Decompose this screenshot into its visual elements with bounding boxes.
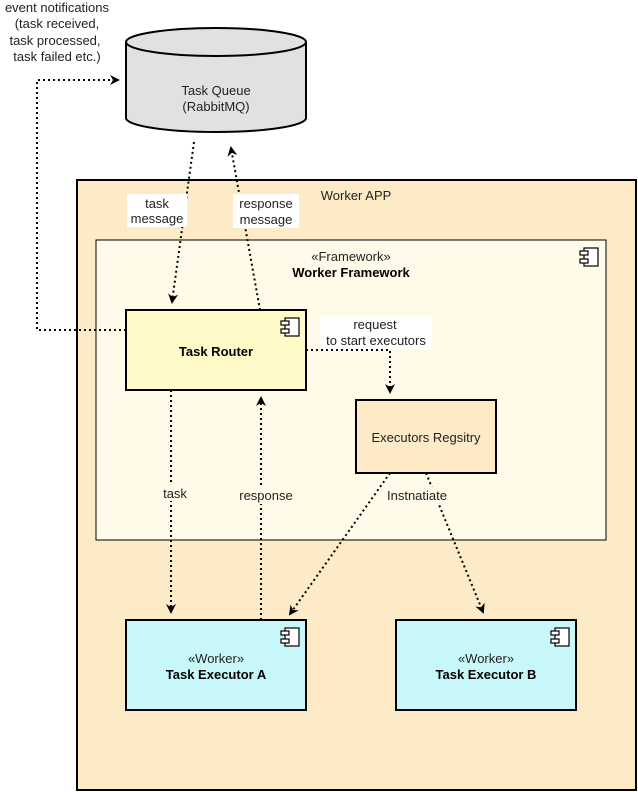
task-executor-a: «Worker» Task Executor A [125, 619, 307, 711]
response-message-label: response [239, 196, 292, 211]
framework-stereotype: «Framework» [311, 249, 390, 264]
task-label: task [163, 486, 187, 501]
task-message-label: message [131, 211, 184, 226]
request-start-label: request [353, 317, 397, 332]
executors-registry-name: Executors Regsitry [371, 430, 481, 445]
task-queue: Task Queue (RabbitMQ) [125, 27, 307, 133]
task-executor-b: «Worker» Task Executor B [395, 619, 577, 711]
edge-labels: task message response message request to… [127, 194, 454, 504]
response-label: response [239, 488, 292, 503]
task-router: Task Router [125, 309, 307, 391]
event-notifications-line: task failed etc.) [13, 49, 100, 64]
event-notifications-line: (task received, [15, 16, 100, 31]
request-start-label: to start executors [326, 333, 426, 348]
task-router-name: Task Router [179, 344, 253, 359]
request-start-arrow [306, 349, 395, 394]
instantiate-label: Instnatiate [387, 488, 447, 503]
task-queue-name: Task Queue [181, 83, 250, 98]
task-message-label: task [145, 196, 169, 211]
executors-registry: Executors Regsitry [355, 399, 497, 474]
framework-name: Worker Framework [292, 265, 410, 280]
executor-b-stereotype: «Worker» [458, 651, 514, 666]
executor-b-name: Task Executor B [436, 667, 537, 682]
event-notifications-label: event notifications (task received, task… [5, 0, 110, 64]
executor-a-name: Task Executor A [166, 667, 267, 682]
event-notifications-line: task processed, [9, 33, 100, 48]
event-notifications-line: event notifications [5, 0, 110, 15]
instantiate-a-arrow [288, 472, 391, 616]
worker-app-title: Worker APP [321, 188, 392, 203]
task-queue-subtitle: (RabbitMQ) [182, 99, 249, 114]
response-message-label: message [240, 212, 293, 227]
executor-a-stereotype: «Worker» [188, 651, 244, 666]
